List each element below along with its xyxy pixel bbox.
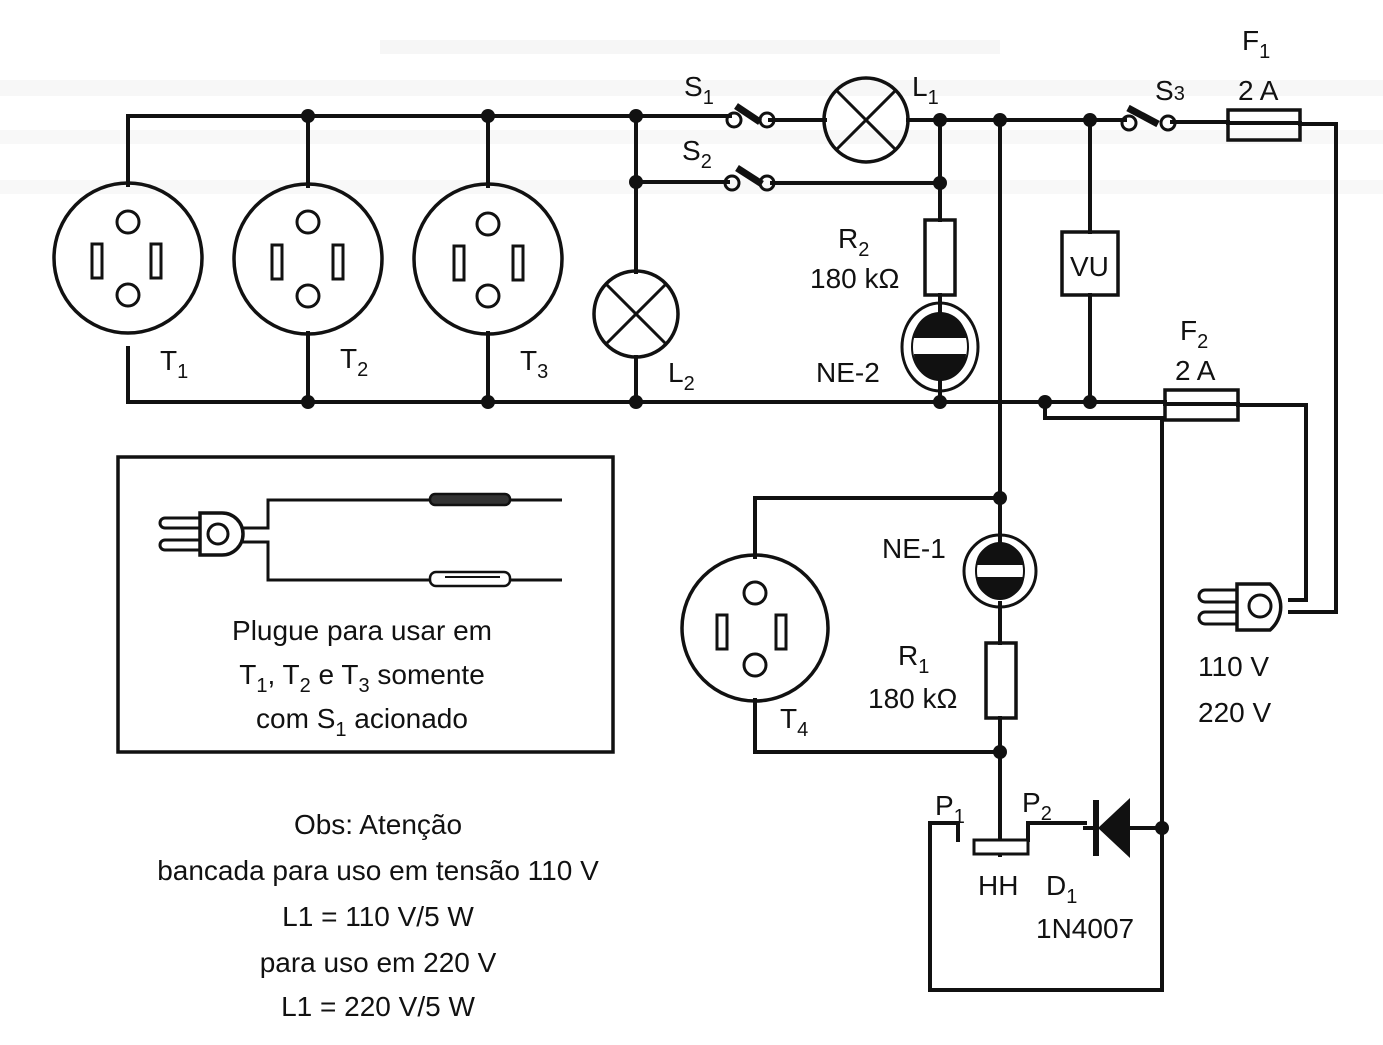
outlet-t1: T1	[52, 181, 204, 383]
svg-text:2 A: 2 A	[1175, 355, 1216, 386]
svg-text:110 V: 110 V	[1198, 651, 1269, 682]
svg-text:para uso em 220 V: para uso em 220 V	[260, 947, 497, 978]
soldering-holder-hh: HH P1 P2	[935, 787, 1052, 901]
vu-meter: VU	[1060, 230, 1120, 297]
t4-top-wire	[753, 496, 1002, 559]
svg-text:T1: T1	[160, 345, 188, 383]
svg-text:Obs: Atenção: Obs: Atenção	[294, 809, 462, 840]
plug-note-box: Plugue para usar em T1, T2 e T3 somente …	[116, 455, 615, 754]
svg-text:T4: T4	[780, 703, 808, 741]
svg-text:VU: VU	[1070, 251, 1109, 282]
svg-text:F1: F1	[1242, 25, 1270, 63]
resistor-r2: R2 180 kΩ	[810, 218, 957, 297]
svg-text:R1: R1	[898, 640, 929, 678]
svg-text:NE-2: NE-2	[816, 357, 880, 388]
plug-icon	[158, 492, 562, 588]
svg-text:T1, T2 e T3 somente: T1, T2 e T3 somente	[239, 659, 485, 697]
lamp-l2: L2	[592, 269, 695, 395]
svg-text:P2: P2	[1022, 787, 1052, 825]
svg-text:L1: L1	[912, 71, 939, 109]
resistor-r1: R1 180 kΩ	[868, 640, 1018, 720]
t4-bottom-wire	[753, 698, 1002, 754]
warning-notes: Obs: Atenção bancada para uso em tensão …	[157, 809, 599, 1022]
svg-text:HH: HH	[978, 870, 1018, 901]
outlet-t2: T2	[232, 182, 384, 381]
outlet-t4: T4	[680, 553, 830, 741]
svg-text:180 kΩ: 180 kΩ	[868, 683, 957, 714]
svg-text:P1: P1	[935, 790, 965, 828]
svg-text:T3: T3	[520, 345, 548, 383]
svg-text:1N4007: 1N4007	[1036, 913, 1134, 944]
svg-text:180 kΩ: 180 kΩ	[810, 263, 899, 294]
svg-text:S3: S3	[1155, 75, 1185, 106]
mains-plug: 110 V 220 V	[1197, 582, 1283, 728]
diode-return-wire	[928, 400, 1164, 992]
diode-d1: D1 1N4007	[1036, 798, 1134, 944]
svg-text:L1 = 220 V/5 W: L1 = 220 V/5 W	[281, 991, 475, 1022]
fuse-f1: F1 2 A	[1226, 25, 1302, 142]
neon-lamp-ne2: NE-2	[816, 301, 980, 393]
switch-s1: S1	[684, 71, 776, 129]
fuse-f2: F2 2 A	[1163, 315, 1240, 422]
svg-text:R2: R2	[838, 223, 869, 261]
svg-text:S1: S1	[684, 71, 714, 109]
svg-text:L1 = 110 V/5 W: L1 = 110 V/5 W	[282, 901, 474, 932]
p2-wire	[1026, 821, 1087, 842]
svg-text:2 A: 2 A	[1238, 75, 1279, 106]
svg-text:S2: S2	[682, 135, 712, 173]
junctions	[301, 109, 1169, 835]
svg-text:L2: L2	[668, 357, 695, 395]
svg-text:D1: D1	[1046, 870, 1077, 908]
switch-s3: S3	[1120, 75, 1185, 132]
switch-s2: S2	[682, 135, 776, 192]
neon-lamp-ne1: NE-1	[882, 496, 1038, 609]
lamp-l1: L1	[822, 71, 939, 164]
svg-text:NE-1: NE-1	[882, 533, 946, 564]
svg-text:T2: T2	[340, 343, 368, 381]
s2-branch	[634, 180, 942, 185]
svg-text:com S1 acionado: com S1 acionado	[256, 703, 468, 741]
svg-text:bancada para uso em tensão 110: bancada para uso em tensão 110 V	[157, 855, 599, 886]
background-bleed	[0, 40, 1383, 194]
bottom-rail	[126, 346, 1308, 602]
svg-text:F2: F2	[1180, 315, 1208, 353]
svg-text:220 V: 220 V	[1198, 697, 1271, 728]
svg-text:Plugue para usar em: Plugue para usar em	[232, 615, 492, 646]
outlet-t3: T3	[412, 182, 564, 383]
